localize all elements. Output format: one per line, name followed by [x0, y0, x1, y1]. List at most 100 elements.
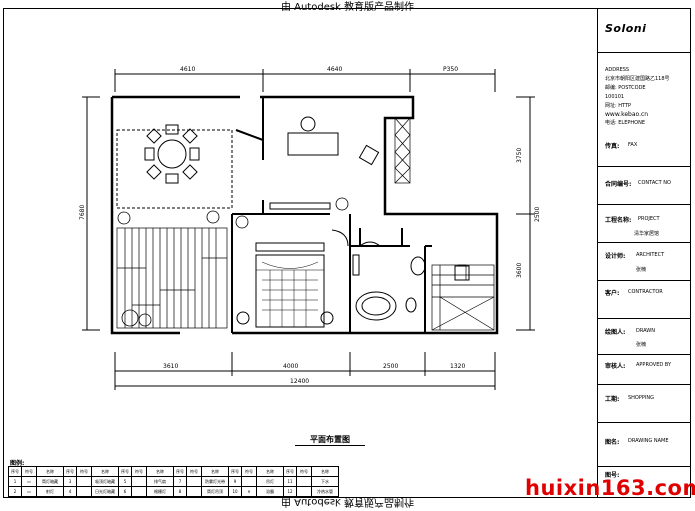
legend-cell: 冷热水管	[311, 486, 339, 497]
legend-cell: 筒灯暗藏	[36, 476, 64, 487]
website: www.kebao.cn	[605, 111, 649, 118]
drawing-name-cell: 图名: DRAWING NAME	[598, 422, 691, 466]
legend-cell: 7	[173, 476, 187, 487]
phone-line: 电话: ELEPHONE	[605, 120, 645, 126]
contact-cell: 合同编号: CONTACT NO	[598, 166, 691, 204]
nightstand-lamp	[236, 311, 250, 325]
legend-cell: 名称	[91, 466, 119, 477]
legend-cell: 3	[63, 476, 77, 487]
drawn-label: 绘图人:	[605, 329, 626, 336]
legend-cell: 射灯	[36, 486, 64, 497]
project-cell: 工程名称: PROJECT 清华家居馆	[598, 204, 691, 242]
shopping-cell: 工期: SHOPPING	[598, 384, 691, 422]
contractor-label: 客户:	[605, 290, 620, 297]
drawing-value: DRAWING NAME	[628, 438, 669, 444]
dim-right-3: 3600	[516, 263, 523, 278]
legend-cell: 格栅灯	[146, 486, 174, 497]
number-cell: 图号:	[598, 466, 691, 498]
legend-cell	[76, 476, 92, 487]
architect-name: 张楠	[636, 267, 647, 273]
outer-walls	[110, 95, 499, 335]
legend-cell: 2	[8, 486, 22, 497]
dim-right-2: 2500	[534, 207, 541, 222]
legend-cell	[296, 476, 312, 487]
address-line: ADDRESS	[605, 67, 630, 73]
legend-title: 图例:	[10, 460, 25, 467]
bookshelf	[394, 117, 411, 184]
dim-bottom-total: 12400	[290, 378, 309, 385]
legend-cell: 防雾灯光带	[201, 476, 229, 487]
legend-cell: 名称	[36, 466, 64, 477]
bed	[255, 254, 325, 328]
legend-header-row: 序号符号名称序号符号名称序号符号名称序号符号名称序号符号名称序号符号名称	[8, 466, 339, 477]
legend-cell	[186, 476, 202, 487]
shopping-label: 工期:	[605, 396, 620, 403]
plant-icons	[117, 197, 349, 327]
architect-cell: 设计师: ARCHITECT 张楠	[598, 242, 691, 280]
title-block: Soloni ADDRESS 北京市朝阳区建国路乙118号 邮编: POSTCO…	[597, 8, 691, 498]
bed-headboard	[255, 242, 325, 252]
floor-plan: 4610 4640 P350 3610 4000 2500 1320 12400…	[79, 66, 541, 390]
legend-cell	[296, 486, 312, 497]
approved-value: APPROVED BY	[636, 362, 672, 368]
legend-cell: 名称	[201, 466, 229, 477]
legend-cell: ▭	[21, 476, 37, 487]
legend-cell: ✕	[241, 486, 257, 497]
drawing-frame	[3, 8, 691, 498]
legend-cell: 1	[8, 476, 22, 487]
dim-bottom-4: 1320	[450, 363, 465, 370]
bed-pattern	[256, 261, 324, 327]
contact-label: 合同编号:	[605, 181, 632, 188]
legend-cell: 8	[173, 486, 187, 497]
address-line: 北京市朝阳区建国路乙118号	[605, 76, 670, 82]
legend-cell: 序号	[8, 466, 22, 477]
drawn-cell: 绘图人: DRAWN 张楠	[598, 318, 691, 354]
dim-left: 7680	[79, 205, 86, 220]
dining-chairs	[144, 124, 200, 184]
legend-cell: 9	[228, 476, 242, 487]
nightstand-lamp	[320, 311, 334, 325]
legend-cell: 5	[118, 476, 132, 487]
legend-cell: 11	[283, 476, 297, 487]
legend-cell: 10	[228, 486, 242, 497]
contractor-value: CONTRACTOR	[628, 289, 663, 295]
office-chair	[300, 116, 316, 132]
legend-cell: 序号	[118, 466, 132, 477]
postcode-value: 100101	[605, 94, 625, 100]
door-swing	[359, 241, 381, 247]
deck-planks	[116, 227, 228, 329]
legend-cell: 日光灯暗藏	[91, 486, 119, 497]
legend-cell	[131, 486, 147, 497]
legend-cell: 序号	[228, 466, 242, 477]
legend-cell	[76, 486, 92, 497]
legend-cell: 符号	[296, 466, 312, 477]
legend-cell	[131, 476, 147, 487]
cabinet	[269, 202, 331, 210]
legend-cell: 排气扇	[146, 476, 174, 487]
dining-table	[157, 139, 187, 169]
architect-value: ARCHITECT	[636, 252, 665, 258]
architect-label: 设计师:	[605, 253, 626, 260]
legend-cell: 浴霸	[256, 486, 284, 497]
staircase	[431, 264, 495, 331]
contractor-cell: 客户: CONTRACTOR	[598, 280, 691, 318]
dim-bottom-3: 2500	[383, 363, 398, 370]
legend-cell: 序号	[173, 466, 187, 477]
dim-top-2: 4640	[327, 66, 342, 73]
approved-label: 审核人:	[605, 363, 626, 370]
legend-cell: 符号	[131, 466, 147, 477]
legend-cell: ▭	[21, 486, 37, 497]
bathtub-inner	[361, 296, 391, 316]
dim-bottom-2: 4000	[283, 363, 298, 370]
fax-value: FAX	[628, 142, 638, 148]
legend-cell: 符号	[241, 466, 257, 477]
http-line: 网址: HTTP	[605, 103, 632, 109]
company-logo: Soloni	[605, 22, 647, 35]
legend-cell: 4	[63, 486, 77, 497]
dim-right-1: 3750	[516, 148, 523, 163]
autodesk-banner-top: 由 Autodesk 教育版产品制作	[280, 2, 415, 13]
approved-cell: 审核人: APPROVED BY	[598, 354, 691, 384]
legend-cell: 名称	[146, 466, 174, 477]
